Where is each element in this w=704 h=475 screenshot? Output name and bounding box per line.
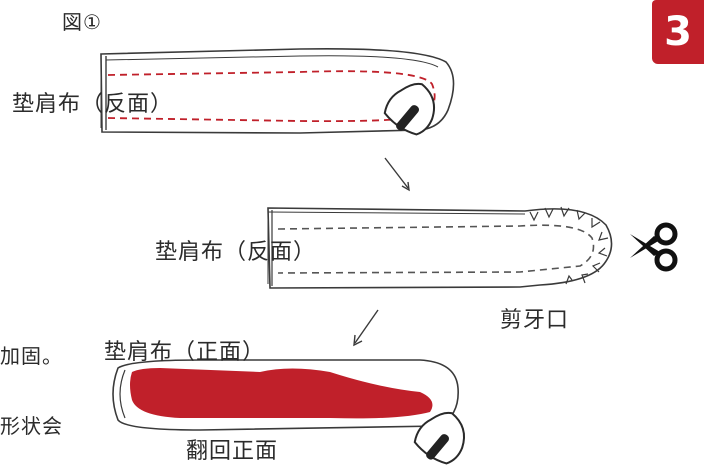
- arrow-down-icon: [384, 157, 410, 192]
- iron-icon: [413, 411, 466, 465]
- panel2-label: 垫肩布（反面）: [155, 240, 317, 265]
- red-fabric: [130, 368, 433, 419]
- stitch-line-bottom: [107, 115, 425, 123]
- step-number: 3: [664, 9, 692, 55]
- turn-label: 翻回正面: [186, 439, 279, 464]
- stitch-line-top: [107, 70, 436, 115]
- cut-label: 剪牙口: [500, 308, 570, 333]
- panel3-label: 垫肩布（正面）: [104, 340, 266, 365]
- side-text-line2: 形状会: [0, 414, 63, 438]
- side-text-line1: 加固。: [0, 344, 63, 368]
- scissors-icon: [630, 222, 678, 272]
- iron-icon: [383, 82, 436, 136]
- stitch-line-grey: [277, 224, 595, 274]
- strip-2: [267, 206, 613, 289]
- figure-label: 図①: [62, 10, 102, 34]
- step-badge: 3: [652, 0, 704, 64]
- strip-3: [112, 359, 459, 431]
- arrow-down-icon: [353, 309, 379, 347]
- strip-1: [100, 47, 455, 134]
- panel1-label: 垫肩布（反面）: [12, 92, 174, 117]
